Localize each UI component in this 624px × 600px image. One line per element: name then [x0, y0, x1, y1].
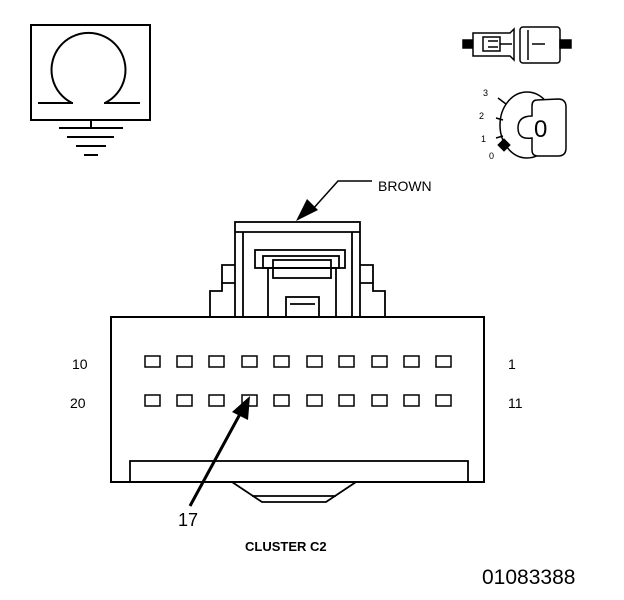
pin-cavity [435, 394, 452, 407]
connector-name: CLUSTER C2 [245, 539, 327, 554]
ground-ohm-icon [30, 24, 151, 156]
pin-cavity [306, 394, 323, 407]
pin-label-row2-left: 20 [70, 395, 86, 411]
switch-position-label: 3 [483, 88, 489, 98]
pin-cavity [273, 394, 290, 407]
pin-cavity [306, 355, 323, 368]
pin-cavity [241, 355, 258, 368]
callout-pin-label: 17 [178, 510, 199, 530]
pin-label-row2-right: 11 [508, 395, 523, 411]
brown-leader-arrow [296, 180, 372, 221]
pin-cavity [338, 355, 355, 368]
switch-position-label: 1 [481, 134, 487, 144]
pin-callout-arrow [188, 396, 250, 507]
pin-cavity [403, 394, 420, 407]
switch-position-label: 2 [479, 111, 485, 121]
pin-cavity [176, 394, 193, 407]
pin-label-row1-left: 10 [72, 356, 88, 372]
pin-cavity [273, 355, 290, 368]
pin-cavity [176, 355, 193, 368]
connector-plug-icon [462, 26, 572, 64]
pin-cavity [371, 355, 388, 368]
pin-cavity [338, 394, 355, 407]
wire-color-label: BROWN [378, 178, 432, 194]
pin-cavities-row-2 [144, 394, 452, 407]
pin-cavity [144, 394, 161, 407]
pin-cavity [144, 355, 161, 368]
pin-cavities-row-1 [144, 355, 452, 368]
connector-housing [110, 221, 485, 503]
pin-cavity [403, 355, 420, 368]
pin-cavity [435, 355, 452, 368]
pin-cavity [208, 394, 225, 407]
switch-current-position: 0 [534, 116, 548, 143]
ignition-key-icon [495, 91, 567, 159]
pin-label-row1-right: 1 [508, 356, 516, 372]
switch-position-label: 0 [489, 151, 495, 161]
pin-cavity [371, 394, 388, 407]
pin-cavity [208, 355, 225, 368]
figure-number: 01083388 [482, 566, 576, 589]
